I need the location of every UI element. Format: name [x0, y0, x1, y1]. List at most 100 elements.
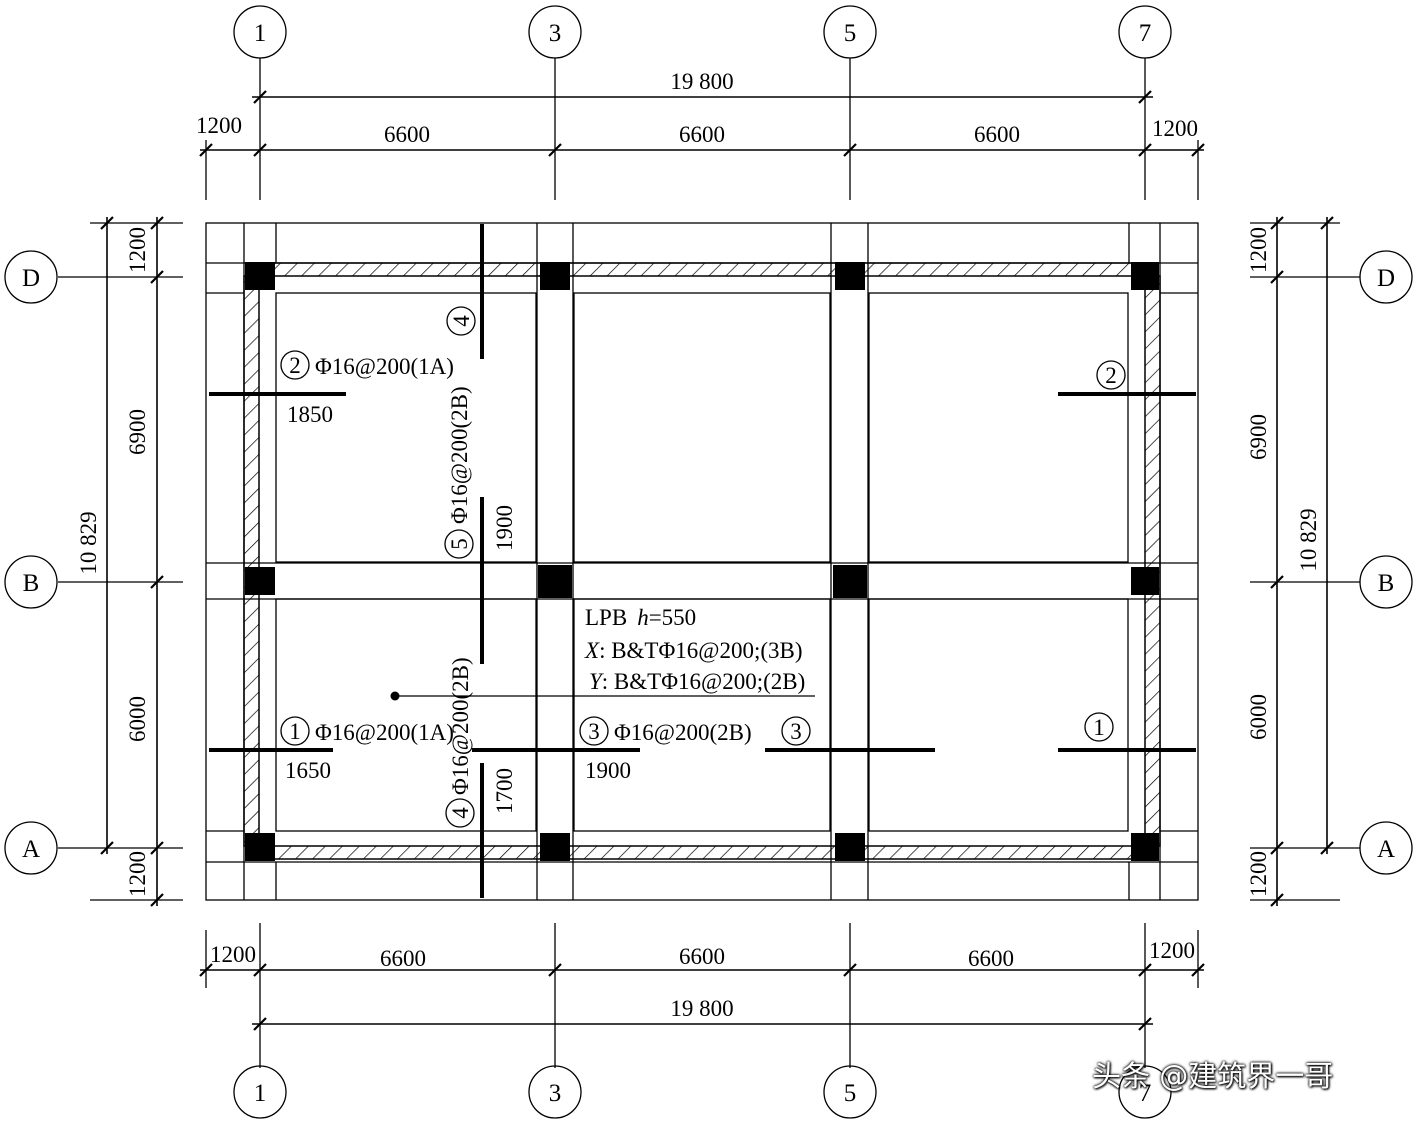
rebar-5-number: 5: [447, 538, 472, 550]
rebar-1-length: 1650: [285, 758, 331, 783]
rebar-4-bottom-spec: Φ16@200(2B): [448, 657, 473, 795]
svg-text:3: 3: [549, 20, 562, 47]
axis-bubble-top-1: 1: [233, 5, 287, 59]
rebar-2-spec: Φ16@200(1A): [315, 354, 454, 379]
dimension-lines: [106, 96, 1328, 1025]
right-overhang-bottom-dimension: 1200: [1246, 851, 1271, 897]
axis-bubble-left-a: A: [4, 821, 58, 875]
rebar-3-length: 1900: [585, 758, 631, 783]
svg-text:5: 5: [844, 20, 857, 47]
rebar-2-number: 2: [289, 353, 301, 378]
slab-note-line-3: Y: B&TΦ16@200;(2B): [589, 669, 805, 694]
rebar-1-annotation: 1 Φ16@200(1A) 1650: [280, 716, 454, 783]
axis-bubble-bottom-1: 1: [233, 1065, 287, 1119]
axis-extension-lines: [58, 58, 1360, 1068]
axis-bubble-left-d: D: [4, 250, 58, 304]
rebar-2-length: 1850: [287, 402, 333, 427]
svg-text:A: A: [22, 836, 40, 863]
top-total-dimension: 19 800: [670, 69, 733, 94]
left-span-d-b-dimension: 6900: [125, 409, 150, 455]
axis-bubble-top-7: 7: [1118, 5, 1172, 59]
rebar-4-top-number: 4: [449, 315, 474, 327]
rebar-1-right-annotation: 1: [1084, 712, 1114, 742]
axis-bubble-right-d: D: [1359, 250, 1413, 304]
rebar-4-bottom-annotation: 4 Φ16@200(2B) 1700: [445, 657, 517, 828]
svg-text:5: 5: [844, 1080, 857, 1107]
bottom-total-dimension: 19 800: [670, 996, 733, 1021]
right-span-b-a-dimension: 6000: [1246, 694, 1271, 740]
slab-outline: [205, 222, 1199, 901]
axis-bubble-top-3: 3: [528, 5, 582, 59]
bottom-span-3-5-dimension: 6600: [679, 944, 725, 969]
hatched-wall-bands: [243, 262, 1161, 860]
axis-bubble-left-b: B: [4, 555, 58, 609]
bottom-dimensions: 1200 6600 6600 6600 1200 19 800: [210, 938, 1195, 1021]
right-total-dimension: 10 829: [1296, 508, 1321, 571]
axis-bubble-right-a: A: [1359, 821, 1413, 875]
rebar-1-spec: Φ16@200(1A): [315, 720, 454, 745]
svg-text:B: B: [1378, 570, 1395, 597]
rebar-5-spec: Φ16@200(2B): [447, 386, 472, 524]
axis-bubble-right-b: B: [1359, 555, 1413, 609]
slab-panels: [275, 292, 1129, 832]
axis-bubbles-top: 1 3 5 7: [233, 5, 1172, 59]
top-span-1-3-dimension: 6600: [384, 122, 430, 147]
top-dimensions: 19 800 1200 6600 6600 6600 1200: [196, 69, 1198, 147]
left-span-b-a-dimension: 6000: [125, 696, 150, 742]
dimension-ticks: [100, 90, 1334, 1031]
svg-text:A: A: [1377, 836, 1395, 863]
rebar-3-right-number: 3: [790, 719, 802, 744]
bottom-span-1-3-dimension: 6600: [380, 946, 426, 971]
rebar-5-length: 1900: [492, 505, 517, 551]
rebar-4-top-annotation: 4: [446, 306, 476, 336]
top-overhang-right-dimension: 1200: [1152, 116, 1198, 141]
bottom-overhang-right-dimension: 1200: [1149, 938, 1195, 963]
left-overhang-bottom-dimension: 1200: [125, 851, 150, 897]
rebar-5-annotation: 5 Φ16@200(2B) 1900: [444, 386, 517, 559]
rebar-1-right-number: 1: [1093, 715, 1105, 740]
svg-text:1: 1: [254, 1080, 267, 1107]
rebar-3-right-annotation: 3: [781, 716, 811, 746]
axis-bubbles-bottom: 1 3 5 7: [233, 1065, 1172, 1119]
right-dimensions: 1200 6900 6000 1200 10 829: [1246, 227, 1321, 897]
axis-bubble-top-5: 5: [823, 5, 877, 59]
rebar-4-bottom-length: 1700: [492, 768, 517, 814]
right-overhang-top-dimension: 1200: [1246, 227, 1271, 273]
svg-text:1: 1: [254, 20, 267, 47]
axis-bubble-bottom-5: 5: [823, 1065, 877, 1119]
rebar-2-right-number: 2: [1105, 363, 1117, 388]
bottom-span-5-7-dimension: 6600: [968, 946, 1014, 971]
left-dimensions: 1200 6900 6000 1200 10 829: [76, 227, 150, 897]
rebar-3-number: 3: [588, 719, 600, 744]
rebar-3-annotation: 3 Φ16@200(2B) 1900: [579, 716, 752, 783]
svg-text:3: 3: [549, 1080, 562, 1107]
svg-text:B: B: [23, 570, 40, 597]
left-total-dimension: 10 829: [76, 511, 101, 574]
slab-note-leader: [390, 691, 815, 701]
rebar-2-right-annotation: 2: [1096, 360, 1126, 390]
watermark-text: 头条 @建筑界一哥: [1092, 1059, 1334, 1093]
rebar-bars: [209, 224, 1196, 898]
axis-bubble-bottom-7: 7: [1118, 1065, 1172, 1119]
left-overhang-top-dimension: 1200: [125, 227, 150, 273]
rebar-3-spec: Φ16@200(2B): [614, 720, 752, 745]
columns: [245, 262, 1159, 861]
top-span-5-7-dimension: 6600: [974, 122, 1020, 147]
slab-note-line-2: X: B&TΦ16@200;(3B): [584, 638, 803, 663]
axis-bubbles-right: D B A: [1359, 250, 1413, 875]
rebar-4-bottom-number: 4: [448, 807, 473, 819]
svg-text:7: 7: [1139, 20, 1152, 47]
rebar-2-annotation: 2 Φ16@200(1A) 1850: [280, 350, 454, 427]
svg-text:D: D: [1377, 265, 1395, 292]
right-span-d-b-dimension: 6900: [1246, 414, 1271, 460]
axis-bubble-bottom-3: 3: [528, 1065, 582, 1119]
svg-text:D: D: [22, 265, 40, 292]
axis-bubbles-left: D B A: [4, 250, 58, 875]
svg-text:7: 7: [1139, 1080, 1152, 1107]
top-overhang-left-dimension: 1200: [196, 113, 242, 138]
rebar-1-number: 1: [289, 719, 301, 744]
bottom-overhang-left-dimension: 1200: [210, 942, 256, 967]
